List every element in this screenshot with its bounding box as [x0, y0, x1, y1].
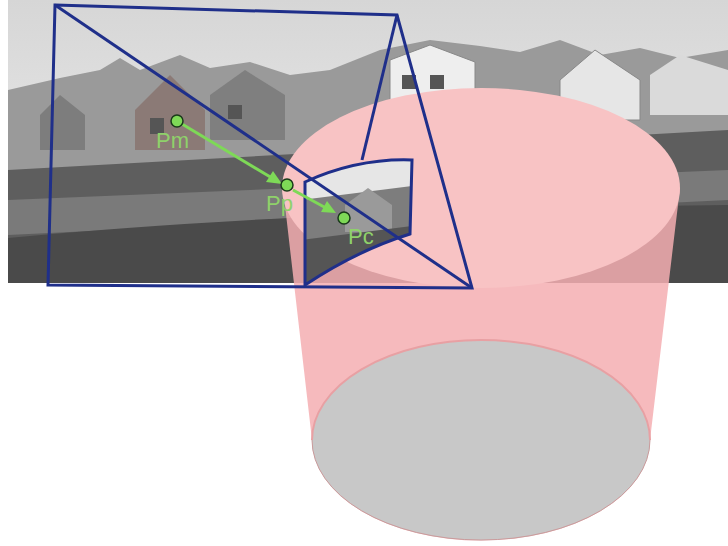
point-label: Pm: [156, 130, 189, 152]
point-label: Pc: [348, 226, 374, 248]
point-label: Pp: [266, 193, 293, 215]
